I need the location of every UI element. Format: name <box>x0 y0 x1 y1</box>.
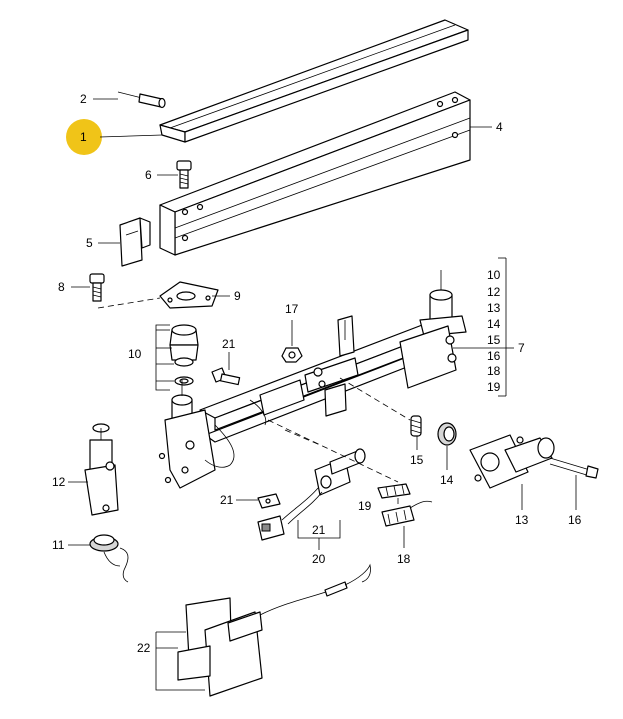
dashed-assembly-lines <box>97 297 411 483</box>
part-12-locking-piece[interactable] <box>84 423 119 516</box>
part-4-impact-beam[interactable] <box>159 91 471 256</box>
part-6-bolt[interactable] <box>176 160 192 189</box>
label-part-13-right[interactable]: 13 <box>487 301 501 315</box>
label-part-4[interactable]: 4 <box>496 120 503 134</box>
label-part-18-right[interactable]: 18 <box>487 364 501 378</box>
label-part-5[interactable]: 5 <box>86 236 93 250</box>
part-17-nut[interactable] <box>281 347 303 363</box>
label-part-10-right[interactable]: 10 <box>487 268 501 282</box>
label-part-15-right[interactable]: 15 <box>487 333 501 347</box>
label-part-8[interactable]: 8 <box>58 280 65 294</box>
part-8-bolt[interactable] <box>89 273 105 302</box>
label-part-17[interactable]: 17 <box>285 302 299 316</box>
label-part-16-right[interactable]: 16 <box>487 349 501 363</box>
bracket-parts-10-19-right <box>453 257 507 397</box>
label-part-12[interactable]: 12 <box>52 475 66 489</box>
part-1-highlight-marker[interactable] <box>66 119 102 155</box>
part-11-gear-chain[interactable] <box>89 534 129 583</box>
part-15-spring[interactable] <box>410 415 422 437</box>
part-2-pin[interactable] <box>117 91 166 109</box>
part-1-bumper-strip[interactable] <box>159 19 469 143</box>
label-part-22[interactable]: 22 <box>137 641 151 655</box>
label-part-21-upper[interactable]: 21 <box>222 337 236 351</box>
part-5-bracket[interactable] <box>119 217 151 267</box>
label-part-21-middle[interactable]: 21 <box>220 493 234 507</box>
part-22-lock-unit[interactable] <box>177 563 371 697</box>
label-part-6[interactable]: 6 <box>145 168 152 182</box>
label-part-15[interactable]: 15 <box>410 453 424 467</box>
part-16-long-bolt[interactable] <box>549 457 599 479</box>
part-9-base-plate[interactable] <box>159 281 219 309</box>
part-20-actuator[interactable] <box>257 448 366 541</box>
label-part-7[interactable]: 7 <box>518 341 525 355</box>
label-part-21-lower[interactable]: 21 <box>312 523 326 537</box>
label-part-18[interactable]: 18 <box>397 552 411 566</box>
part-21-screw-upper[interactable] <box>211 367 241 386</box>
part-7-main-frame[interactable] <box>158 270 467 489</box>
label-part-9[interactable]: 9 <box>234 289 241 303</box>
leader-lines <box>68 98 577 550</box>
part-21-clip-middle[interactable] <box>257 493 281 509</box>
callout-labels: 1 2 4 6 5 8 9 17 21 10 7 10 12 13 14 15 … <box>52 92 582 655</box>
bracket-part-22 <box>155 631 205 691</box>
label-part-14-right[interactable]: 14 <box>487 317 501 331</box>
label-part-1[interactable]: 1 <box>80 130 87 144</box>
label-part-16[interactable]: 16 <box>568 513 582 527</box>
label-part-2[interactable]: 2 <box>80 92 87 106</box>
part-13-motor[interactable] <box>469 434 555 489</box>
label-part-11[interactable]: 11 <box>52 538 65 552</box>
part-14-gear-wheel[interactable] <box>437 422 457 446</box>
label-part-19-right[interactable]: 19 <box>487 380 501 394</box>
label-part-10-left[interactable]: 10 <box>128 347 142 361</box>
part-10-deformation-stack[interactable] <box>169 324 199 386</box>
label-part-20[interactable]: 20 <box>312 552 326 566</box>
label-part-12-right[interactable]: 12 <box>487 285 501 299</box>
part-18-plug[interactable] <box>381 500 433 527</box>
part-19-connector[interactable] <box>377 483 411 499</box>
label-part-14[interactable]: 14 <box>440 473 454 487</box>
bracket-part-10-left <box>155 324 174 391</box>
label-part-13[interactable]: 13 <box>515 513 529 527</box>
label-part-19[interactable]: 19 <box>358 499 372 513</box>
